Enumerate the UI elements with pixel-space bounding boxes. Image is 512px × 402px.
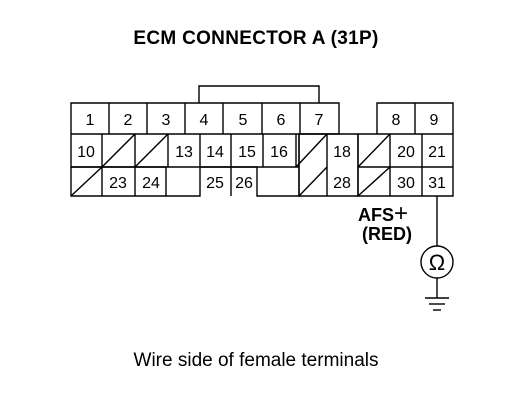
pin-28: 28: [333, 175, 351, 192]
pin-8: 8: [392, 112, 401, 129]
pin-6: 6: [277, 112, 286, 129]
pin-10: 10: [77, 144, 95, 161]
blank-cavity: [101, 133, 136, 168]
pin-7: 7: [315, 112, 324, 129]
pin-21: 21: [428, 144, 446, 161]
pin-31: 31: [428, 175, 446, 192]
pin-16: 16: [270, 144, 288, 161]
pin-18: 18: [333, 144, 351, 161]
probe-color: (RED): [362, 224, 412, 244]
pin-23: 23: [109, 175, 127, 192]
probe-label: AFS+: [358, 202, 408, 226]
pin-24: 24: [142, 175, 160, 192]
diagram-caption: Wire side of female terminals: [133, 350, 379, 371]
pin-9: 9: [430, 112, 439, 129]
pin-25: 25: [206, 175, 224, 192]
pin-3: 3: [162, 112, 171, 129]
pin-15: 15: [238, 144, 256, 161]
pin-4: 4: [200, 112, 209, 129]
pin-30: 30: [397, 175, 415, 192]
pin-1: 1: [86, 112, 95, 129]
blank-cavity: [298, 166, 328, 197]
pin-14: 14: [206, 144, 224, 161]
connector-key: [198, 85, 320, 103]
pin-5: 5: [239, 112, 248, 129]
pin-20: 20: [397, 144, 415, 161]
blank-cavity: [134, 133, 169, 168]
pin-26: 26: [235, 175, 253, 192]
probe-sign: +: [394, 200, 409, 227]
diagram-title: ECM CONNECTOR A (31P): [133, 28, 379, 49]
pin-2: 2: [124, 112, 133, 129]
ohm-symbol: Ω: [429, 250, 445, 275]
blank-cavity: [357, 166, 391, 197]
blank-cavity: [357, 133, 391, 168]
blank-cavity: [70, 166, 103, 197]
pin-13: 13: [175, 144, 193, 161]
blank-cavity: [295, 133, 328, 168]
probe-name: AFS: [358, 205, 394, 225]
